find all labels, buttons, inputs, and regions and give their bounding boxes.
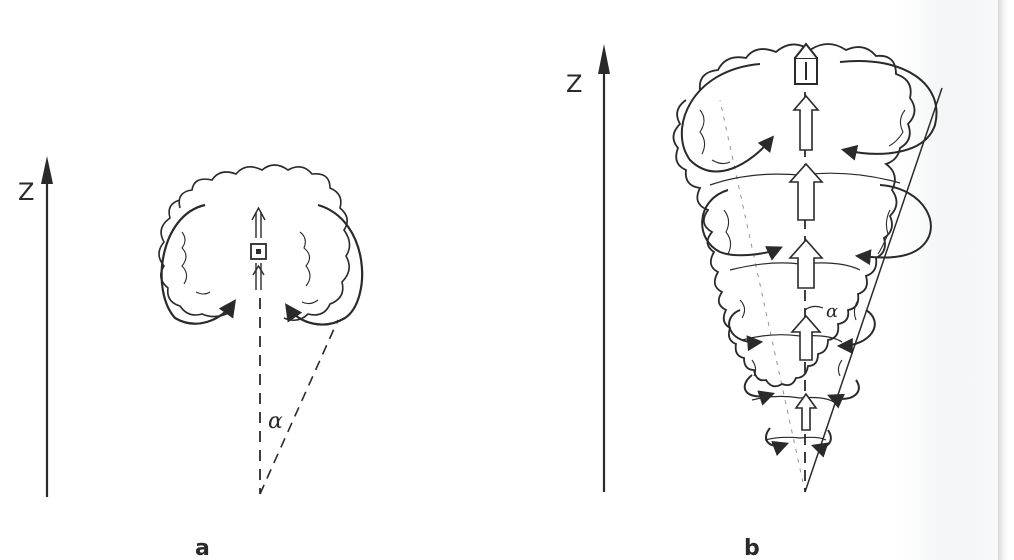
z-axis-a: Z <box>18 156 53 497</box>
caption-b: b <box>744 536 760 560</box>
vortex-arrow-left-a <box>162 205 234 324</box>
heat-source-box-b <box>795 44 817 84</box>
angle-arc-b <box>805 306 823 310</box>
panel-a: Z α a <box>18 156 362 560</box>
z-axis-b: Z <box>566 44 610 492</box>
cone-edge-a <box>260 320 338 494</box>
cone-edge-left-b <box>720 100 805 492</box>
z-axis-label-b: Z <box>566 70 582 98</box>
z-axis-label-a: Z <box>18 178 34 206</box>
panel-b: Z <box>566 44 942 560</box>
caption-a: a <box>195 536 210 560</box>
inner-wisps-a <box>182 232 318 304</box>
vortex-arrow-right-a <box>287 205 362 324</box>
angle-label-b: α <box>826 301 838 322</box>
cone-edge-b <box>805 88 942 492</box>
angle-label-a: α <box>268 409 283 434</box>
thermal-cloud-a <box>159 165 350 320</box>
